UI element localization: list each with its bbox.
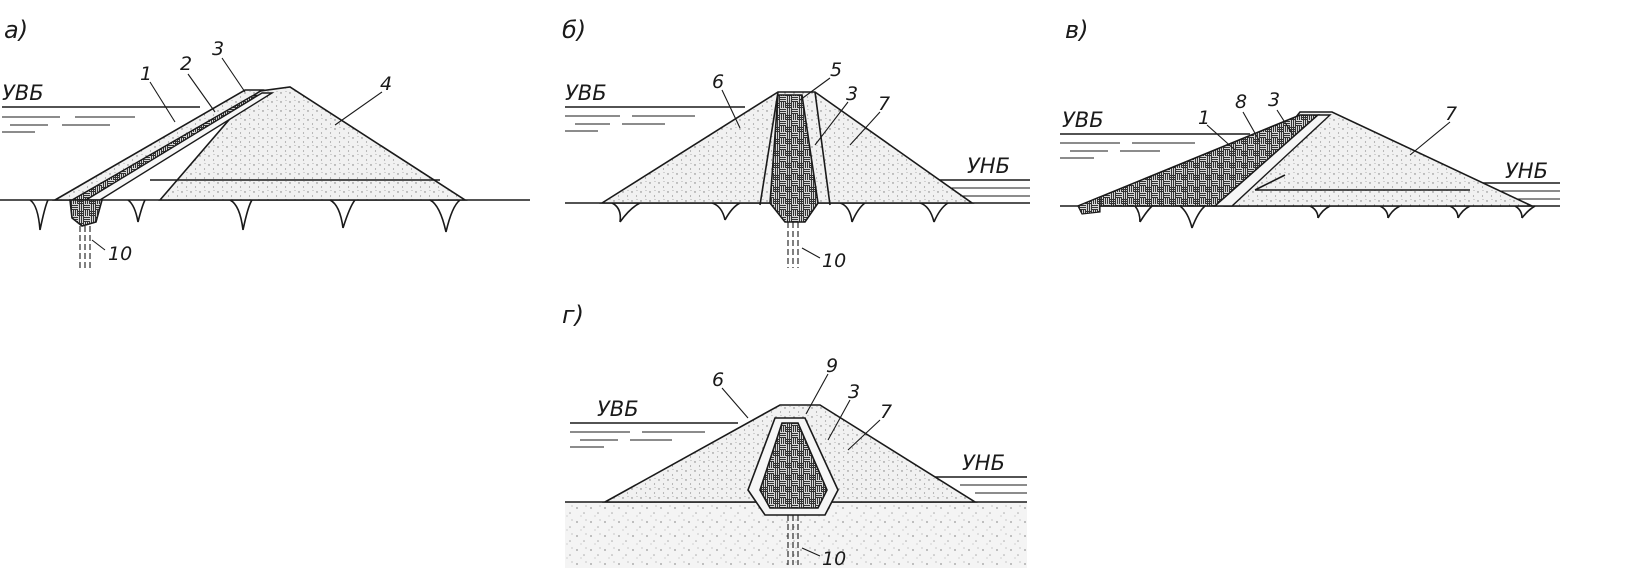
grout-curtain-10-g: [787, 515, 799, 565]
transition-boundary-b: [814, 91, 831, 206]
num-3-g: 3: [848, 381, 860, 403]
downstream-level-label-v: УНБ: [1505, 159, 1548, 183]
ground-cutoffs-a: [29, 199, 461, 233]
screen-tooth-a: [69, 199, 104, 227]
panel-g: г) УВБ УНБ 6 9 3 7 10: [562, 301, 1027, 570]
upstream-level-label-v: УВБ: [1062, 108, 1104, 132]
upstream-level-label-g: УВБ: [597, 397, 639, 421]
num-10-g: 10: [822, 548, 846, 570]
num-3-v: 3: [1268, 89, 1280, 111]
panel-v-label: в): [1065, 16, 1089, 44]
inner-drain-v: [1254, 174, 1470, 191]
panel-b: б) УВБ УНБ 6 5 3 7 10: [562, 16, 1030, 272]
num-5-b: 5: [830, 59, 842, 81]
upstream-water-v: [1060, 133, 1250, 159]
core-5: [769, 94, 819, 223]
num-10-b: 10: [822, 250, 846, 272]
num-10-a: 10: [108, 243, 132, 265]
num-7-v: 7: [1445, 103, 1457, 125]
downstream-level-label-g: УНБ: [962, 451, 1005, 475]
transition-3-v: [1213, 114, 1332, 207]
num-1-v: 1: [1198, 107, 1210, 129]
panel-a: а) УВБ 1 2 3 4 10: [0, 16, 530, 268]
core-9: [759, 422, 828, 509]
num-7-b: 7: [878, 93, 890, 115]
num-3-a: 3: [212, 38, 224, 60]
ground-cutoffs-v: [1134, 205, 1536, 229]
panel-a-label: а): [4, 16, 28, 44]
panel-g-label: г): [562, 301, 584, 329]
upstream-water-g: [570, 422, 738, 448]
num-6-g: 6: [712, 369, 724, 391]
num-7-g: 7: [880, 401, 892, 423]
num-8-v: 8: [1235, 91, 1247, 113]
toe-v: [1077, 196, 1101, 215]
upstream-water-b: [565, 106, 745, 132]
upstream-level-label-b: УВБ: [565, 81, 607, 105]
panel-v: в) УВБ УНБ 1 8 3 7: [1060, 16, 1560, 229]
upstream-water-a: [2, 106, 200, 133]
downstream-level-label-b: УНБ: [967, 154, 1010, 178]
num-6-b: 6: [712, 71, 724, 93]
grout-curtain-10-b: [787, 222, 799, 268]
transition-boundary-b2: [759, 91, 779, 206]
num-4-a: 4: [380, 73, 392, 95]
panel-b-label: б): [562, 16, 586, 44]
num-3-b: 3: [846, 83, 858, 105]
num-2-a: 2: [180, 53, 192, 75]
num-9-g: 9: [826, 355, 838, 377]
dam-body-4: [158, 86, 468, 201]
ground-cutoffs-b: [611, 202, 949, 223]
upstream-level-label-a: УВБ: [2, 81, 44, 105]
grout-curtain-10-a: [79, 226, 91, 268]
num-1-a: 1: [140, 63, 152, 85]
